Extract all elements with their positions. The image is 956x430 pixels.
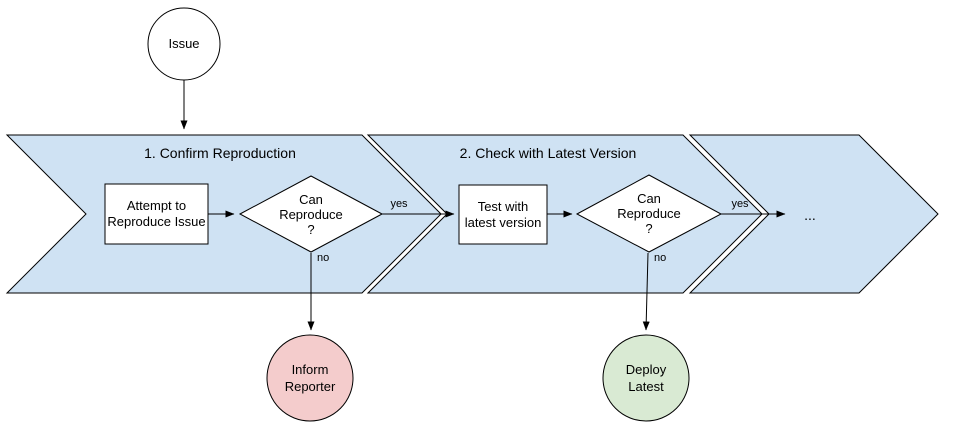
decision1-label: Can Reproduce ? bbox=[279, 191, 343, 237]
start-node-label: Issue bbox=[168, 36, 200, 52]
action1-label: Attempt to Reproduce Issue bbox=[107, 198, 206, 229]
start-node bbox=[147, 7, 221, 81]
decision2-no-label: no bbox=[654, 252, 667, 265]
stage1-title: 1. Confirm Reproduction bbox=[144, 144, 296, 161]
decision1-no-label: no bbox=[317, 252, 330, 265]
decision1-node bbox=[238, 175, 384, 253]
decision2-yes-label: yes bbox=[731, 198, 749, 211]
outcome1-node bbox=[266, 334, 354, 422]
arrow-decision2-no-to-outcome2 bbox=[642, 252, 650, 331]
continuation-label: ... bbox=[804, 206, 816, 223]
outcome2-node bbox=[602, 334, 690, 422]
outcome1-label: Inform Reporter bbox=[284, 362, 336, 394]
decision2-node bbox=[575, 174, 723, 253]
action2-node bbox=[458, 184, 548, 245]
action2-label: Test with latest version bbox=[464, 198, 542, 230]
decision2-label: Can Reproduce ? bbox=[617, 191, 681, 236]
decision1-yes-label: yes bbox=[390, 198, 408, 211]
stage2-title: 2. Check with Latest Version bbox=[459, 144, 637, 161]
action1-node bbox=[104, 183, 209, 245]
outcome2-label: Deploy Latest bbox=[625, 362, 667, 394]
